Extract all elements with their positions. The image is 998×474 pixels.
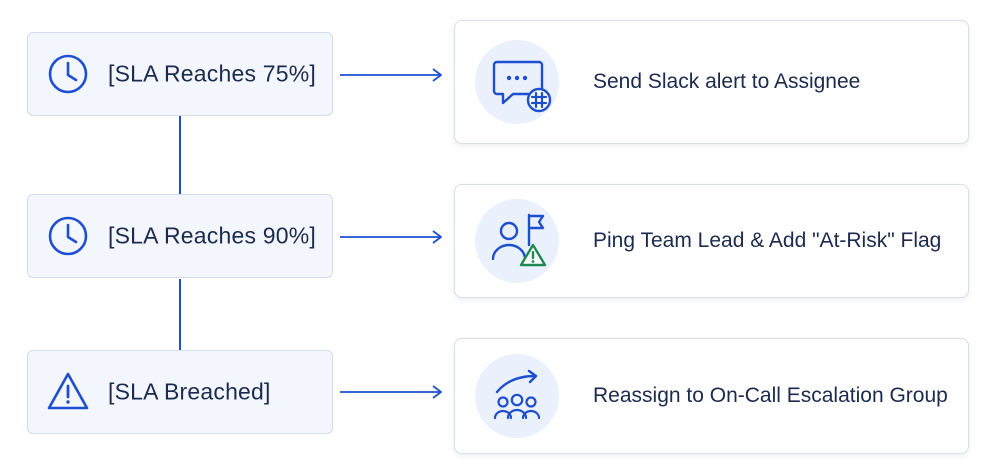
clock-icon	[48, 54, 88, 94]
group-reassign-icon	[493, 369, 541, 420]
trigger-label: [SLA Reaches 90%]	[108, 222, 316, 249]
warning-triangle-icon	[47, 372, 89, 410]
person-flag-warning-icon	[491, 213, 547, 267]
action-label: Ping Team Lead & Add "At-Risk" Flag	[593, 229, 942, 252]
trigger-sla-75[interactable]: [SLA Reaches 75%]	[27, 32, 333, 116]
slack-chat-icon	[492, 60, 552, 113]
clock-icon	[48, 216, 88, 256]
connector-line-2	[179, 279, 181, 350]
action-reassign-escalation[interactable]: Reassign to On-Call Escalation Group	[454, 338, 969, 454]
action-slack-alert[interactable]: Send Slack alert to Assignee	[454, 20, 969, 144]
action-ping-team-lead[interactable]: Ping Team Lead & Add "At-Risk" Flag	[454, 184, 969, 298]
action-icon-badge	[475, 354, 559, 438]
arrow-icon	[340, 68, 442, 82]
trigger-label: [SLA Breached]	[108, 378, 271, 405]
action-label: Send Slack alert to Assignee	[593, 70, 861, 93]
arrow-icon	[340, 230, 442, 244]
arrow-icon	[340, 385, 442, 399]
trigger-sla-90[interactable]: [SLA Reaches 90%]	[27, 194, 333, 278]
action-icon-badge	[475, 40, 559, 124]
action-icon-badge	[475, 199, 559, 283]
trigger-sla-breached[interactable]: [SLA Breached]	[27, 350, 333, 434]
trigger-label: [SLA Reaches 75%]	[108, 60, 316, 87]
connector-line-1	[179, 116, 181, 194]
action-label: Reassign to On-Call Escalation Group	[593, 384, 948, 407]
